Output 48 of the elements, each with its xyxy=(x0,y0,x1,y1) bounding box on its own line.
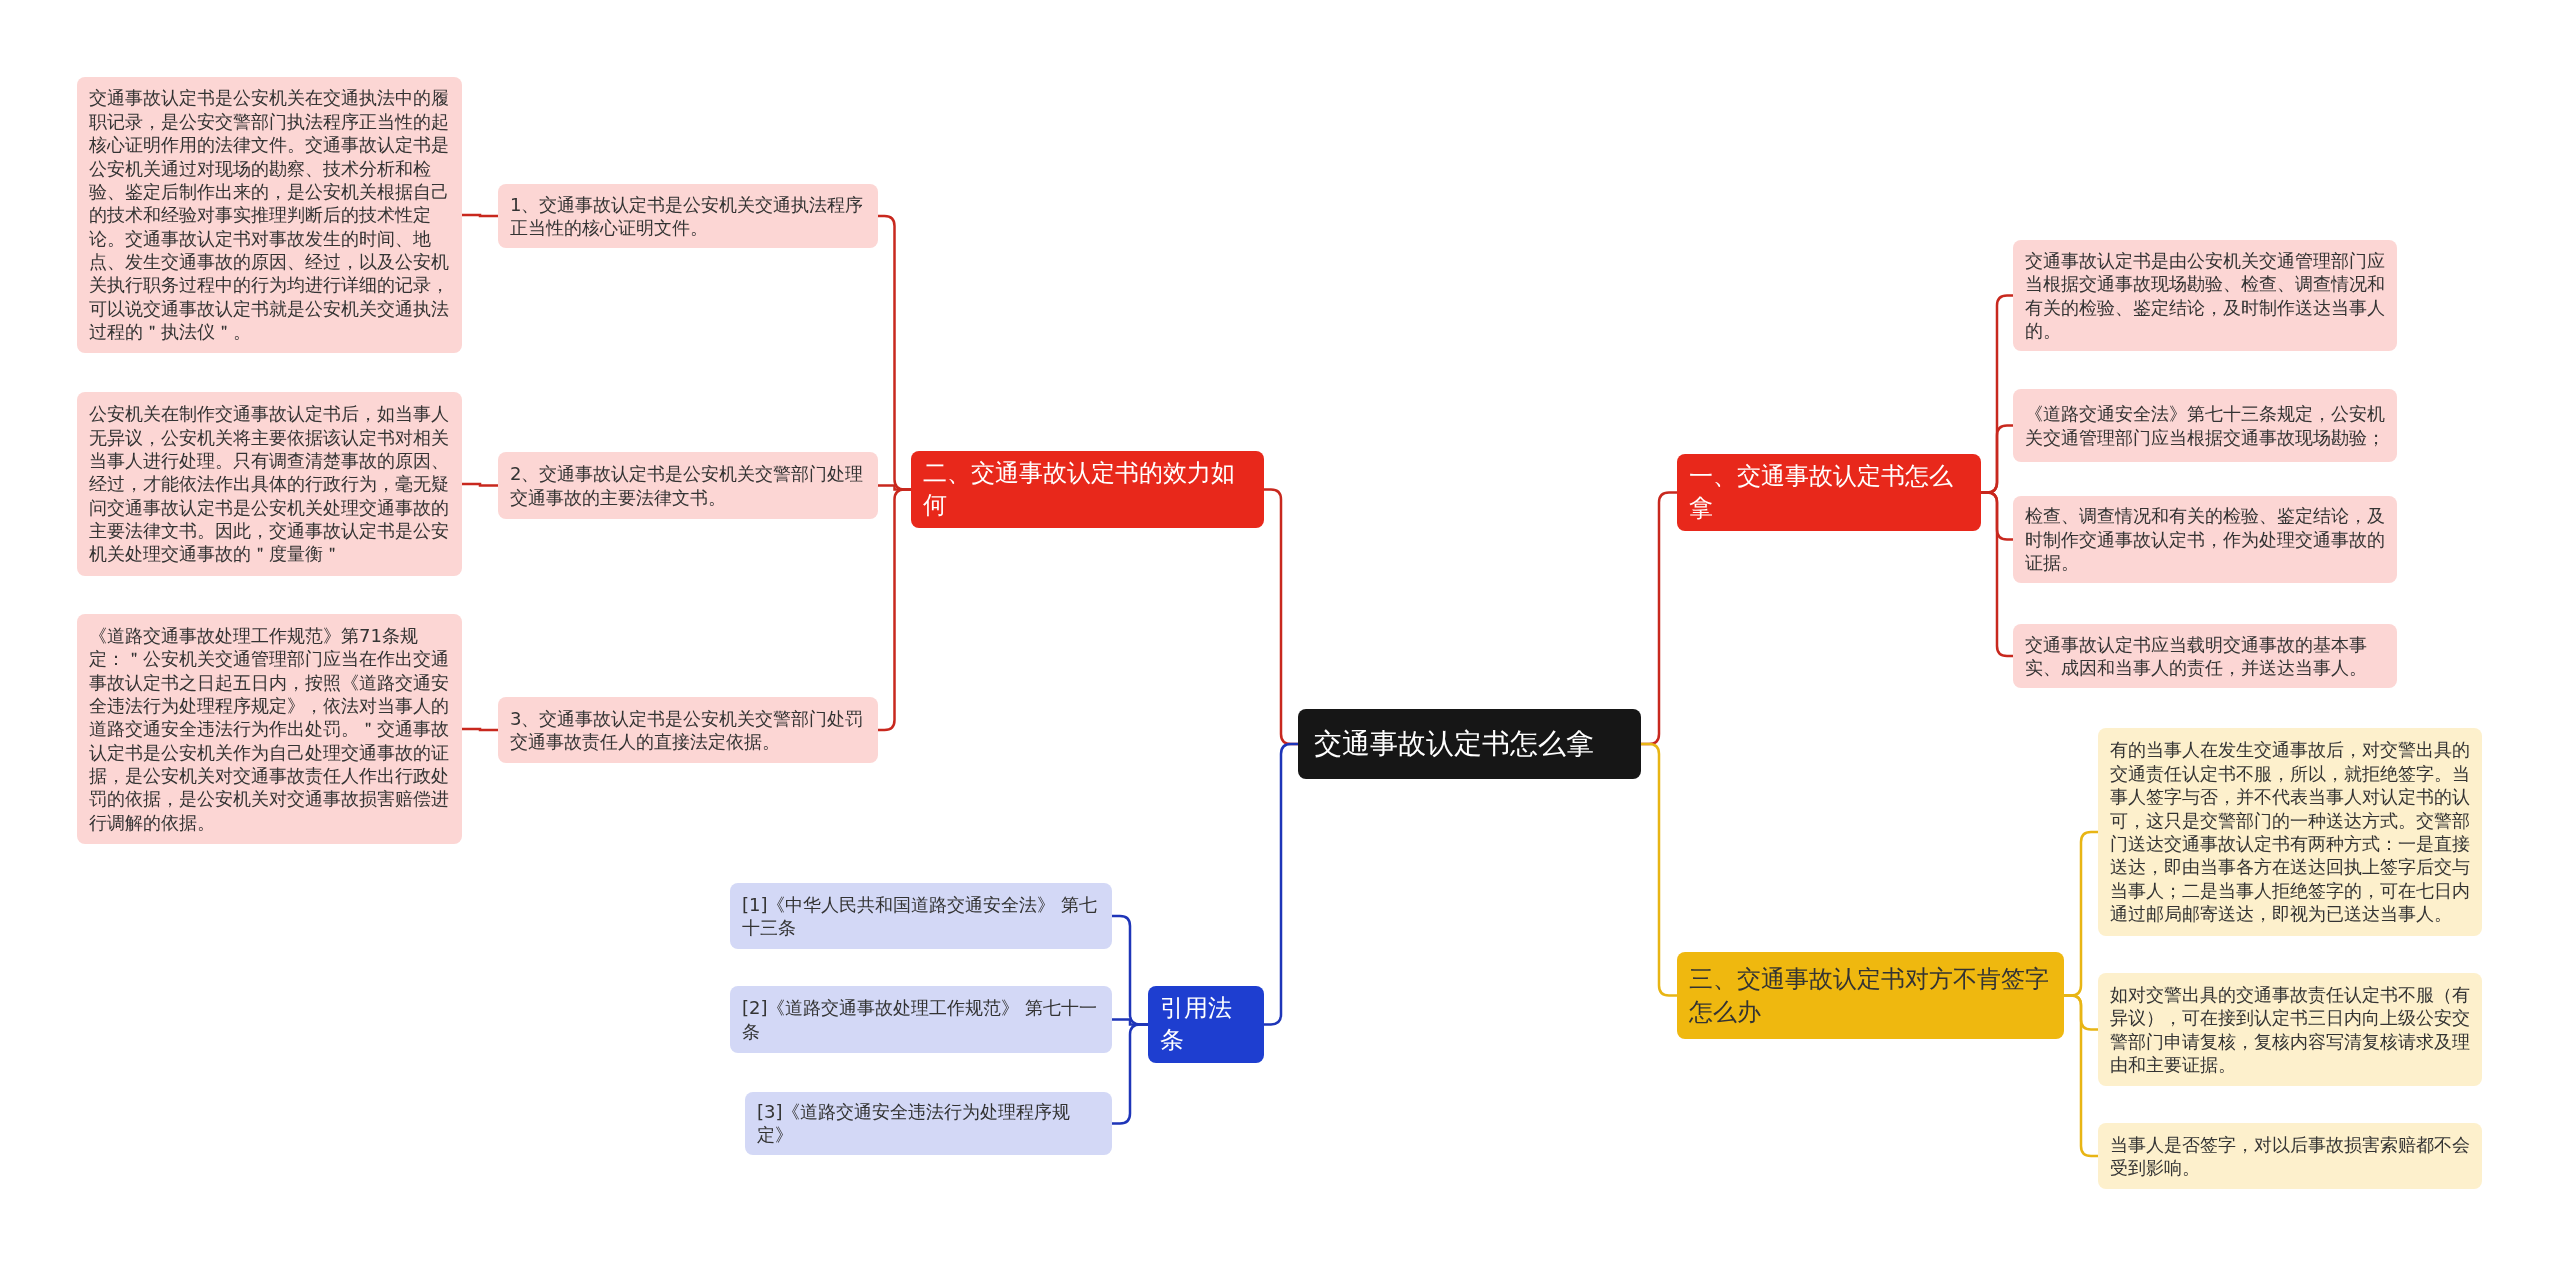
topic-box xyxy=(1148,986,1264,1063)
subtopic-text: 交通事故认定书是公安机关在交通执法中的履职记录，是公安交警部门执法程序正当性的起核心证明作用的法律文件。交通事故认定书是公安机关通过对现场的勘察、技术分析和检验、鉴定后制作出来的，是公安机关根据自己的技术和经验对事实推理判断后的技术性定论。交通事故认定书对事故发生的时间、地点、发生交通事故的原因、经过，以及公安机关执行职务过程中的行为均进行详细的记录，可以说交通事故认定书就是公安机关交通执法过程的＂执法仪＂。 xyxy=(89,86,450,344)
subtopic-box xyxy=(2098,973,2482,1086)
connector-line xyxy=(1112,1023,1148,1125)
subtopic-box xyxy=(2098,728,2482,936)
subtopic-box xyxy=(77,392,462,576)
subtopic-text: 1、交通事故认定书是公安机关交通执法程序正当性的核心证明文件。 xyxy=(510,192,865,240)
connector-line xyxy=(1641,742,1677,997)
subtopic-text: 2、交通事故认定书是公安机关交警部门处理交通事故的主要法律文书。 xyxy=(510,462,865,509)
subtopic-text: 《道路交通安全法》第七十三条规定，公安机关交通管理部门应当根据交通事故现场勘验； xyxy=(2025,402,2385,449)
connector-line xyxy=(878,488,911,732)
subtopic-text: [2]《道路交通事故处理工作规范》 第七十一条 xyxy=(742,996,1099,1043)
topic-text: 引用法条 xyxy=(1160,993,1233,1057)
subtopic-text: 检查、调查情况和有关的检验、鉴定结论，及时制作交通事故认定书，作为处理交通事故的证据。 xyxy=(2025,504,2385,575)
topic-text: 交通事故认定书怎么拿 xyxy=(1314,726,1594,763)
topic-box xyxy=(911,451,1264,528)
subtopic-box xyxy=(2013,496,2397,583)
connector-line xyxy=(462,213,498,218)
topic-box xyxy=(1677,952,2064,1039)
connector-line xyxy=(1264,742,1298,1026)
subtopic-text: 3、交通事故认定书是公安机关交警部门处罚交通事故责任人的直接法定依据。 xyxy=(510,706,865,754)
subtopic-box xyxy=(498,697,878,763)
topic-text: 三、交通事故认定书对方不肯签字怎么办 xyxy=(1689,964,2050,1028)
topic-box xyxy=(1677,454,1981,531)
connector-line xyxy=(1981,491,2013,658)
subtopic-box xyxy=(2098,1123,2482,1189)
topic-text: 二、交通事故认定书的效力如何 xyxy=(923,458,1236,522)
subtopic-box xyxy=(2013,389,2397,462)
topic-text: 一、交通事故认定书怎么拿 xyxy=(1689,461,1954,525)
subtopic-text: 有的当事人在发生交通事故后，对交警出具的交通责任认定书不服，所以，就拒绝签字。当事人签字与否，并不代表当事人对认定书的认可，这只是交警部门的一种送达方式。交警部门送达交通事故认定书有两种方式：一是直接送达，即由当事各方在送达回执上签字后交与当事人；二是当事人拒绝签字的，可在七日内通过邮局邮寄送达，即视为已送达当事人。 xyxy=(2110,738,2470,926)
subtopic-box xyxy=(730,883,1112,949)
connector-line xyxy=(462,727,498,732)
subtopic-text: 交通事故认定书应当载明交通事故的基本事实、成因和当事人的责任，并送达当事人。 xyxy=(2025,632,2368,680)
subtopic-text: [3]《道路交通安全违法行为处理程序规定》 xyxy=(757,1100,1072,1147)
subtopic-box xyxy=(730,986,1112,1053)
subtopic-text: [1]《中华人民共和国道路交通安全法》 第七十三条 xyxy=(742,892,1099,940)
subtopic-text: 如对交警出具的交通事故责任认定书不服（有异议），可在接到认定书三日内向上级公安交警部门申请复核，复核内容写清复核请求及理由和主要证据。 xyxy=(2110,982,2470,1077)
subtopic-box xyxy=(2013,240,2397,351)
subtopic-text: 《道路交通事故处理工作规范》第71条规定：＂公安机关交通管理部门应当在作出交通事故认定书之日起五日内，按照《道路交通安全违法行为处理程序规定》，依法对当事人的道路交通安全违法行为作出处罚。＂交通事故认定书是公安机关作为自己处理交通事故的证据，是公安机关对交通事故责任人作出行政处罚的依据，是公安机关对交通事故损害赔偿进行调解的依据。 xyxy=(89,623,450,835)
subtopic-text: 公安机关在制作交通事故认定书后，如当事人无异议，公安机关将主要依据该认定书对相关当事人进行处理。只有调查清楚事故的原因、经过，才能依法作出具体的行政行为，毫无疑问交通事故认定书是公安机关处理交通事故的主要法律文书。因此，交通事故认定书是公安机关处理交通事故的＂度量衡＂ xyxy=(89,402,450,566)
subtopic-text: 当事人是否签字，对以后事故损害索赔都不会受到影响。 xyxy=(2110,1132,2470,1180)
subtopic-box xyxy=(498,452,878,519)
subtopic-box xyxy=(498,184,878,248)
subtopic-box xyxy=(2013,624,2397,688)
subtopic-box xyxy=(745,1092,1112,1155)
subtopic-text: 交通事故认定书是由公安机关交通管理部门应当根据交通事故现场勘验、检查、调查情况和有关的检验、鉴定结论，及时制作送达当事人的。 xyxy=(2025,248,2385,343)
central-topic-box xyxy=(1298,709,1641,779)
connector-line xyxy=(462,482,498,487)
